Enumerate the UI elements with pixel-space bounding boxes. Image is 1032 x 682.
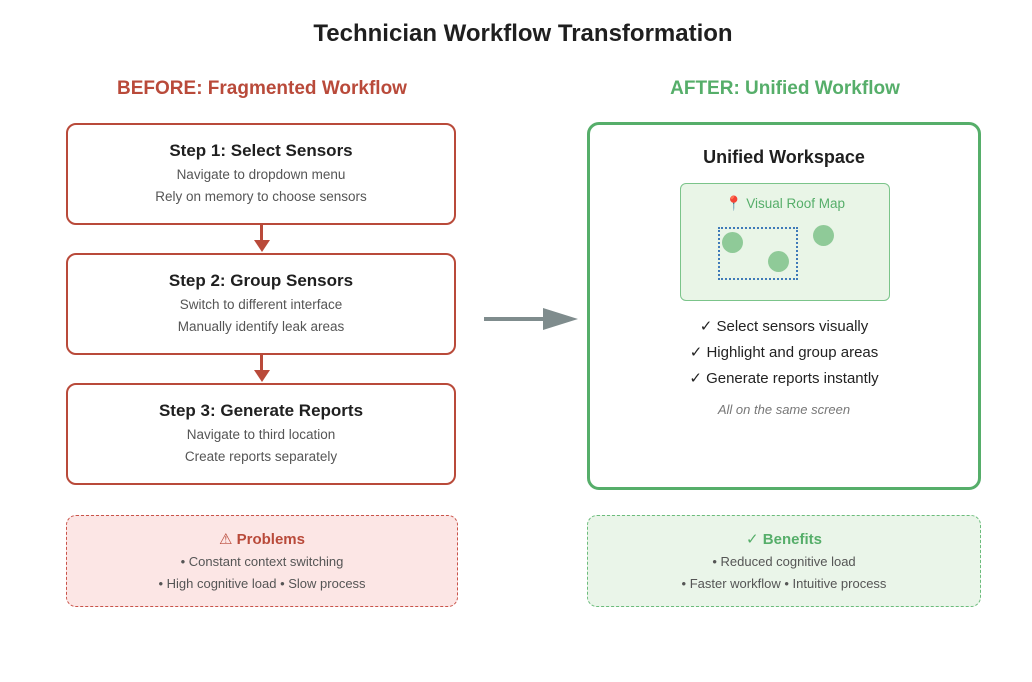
benefits-heading-label: Benefits xyxy=(762,531,822,548)
feature-item: ✓ Highlight and group areas xyxy=(689,344,879,361)
step-1-box: Step 1: Select Sensors Navigate to dropd… xyxy=(66,123,456,225)
arrow-down-icon xyxy=(254,370,270,382)
problems-box: ⚠ Problems • Constant context switching … xyxy=(66,515,458,607)
problems-heading: ⚠ Problems xyxy=(67,530,457,548)
step-title: Step 3: Generate Reports xyxy=(158,401,364,420)
after-heading: AFTER: Unified Workflow xyxy=(670,78,900,99)
step-title: Step 1: Select Sensors xyxy=(169,141,353,160)
benefits-heading: ✓ Benefits xyxy=(588,530,980,548)
problem-line: • Constant context switching xyxy=(180,554,344,569)
connector-line xyxy=(260,355,263,371)
feature-item: ✓ Select sensors visually xyxy=(699,318,869,335)
feature-item: ✓ Generate reports instantly xyxy=(689,370,879,387)
arrow-right-icon xyxy=(543,308,578,330)
connector-line xyxy=(260,225,263,241)
selection-rectangle xyxy=(718,227,798,280)
step-line: Rely on memory to choose sensors xyxy=(155,189,367,204)
map-pin-icon: 📍 xyxy=(724,195,743,211)
step-line: Navigate to third location xyxy=(186,427,336,442)
step-title: Step 2: Group Sensors xyxy=(168,271,354,290)
benefit-line: • Reduced cognitive load xyxy=(712,554,856,569)
before-heading: BEFORE: Fragmented Workflow xyxy=(117,78,407,99)
map-label-text: Visual Roof Map xyxy=(746,196,845,211)
sensor-dot xyxy=(813,225,834,246)
sensor-dot xyxy=(722,232,743,253)
arrow-right-shaft xyxy=(484,317,544,321)
diagram-title: Technician Workflow Transformation xyxy=(313,20,733,47)
sensor-dot xyxy=(768,251,789,272)
workspace-title: Unified Workspace xyxy=(703,147,865,167)
workspace-note: All on the same screen xyxy=(717,402,851,417)
benefits-box: ✓ Benefits • Reduced cognitive load • Fa… xyxy=(587,515,981,607)
step-line: Create reports separately xyxy=(184,449,338,464)
visual-roof-map: 📍 Visual Roof Map xyxy=(680,183,890,301)
step-3-box: Step 3: Generate Reports Navigate to thi… xyxy=(66,383,456,485)
arrow-down-icon xyxy=(254,240,270,252)
benefit-line: • Faster workflow • Intuitive process xyxy=(681,576,887,591)
check-icon: ✓ xyxy=(746,531,759,548)
problem-line: • High cognitive load • Slow process xyxy=(158,576,366,591)
step-2-box: Step 2: Group Sensors Switch to differen… xyxy=(66,253,456,355)
problems-heading-label: Problems xyxy=(236,531,305,548)
map-label: 📍 Visual Roof Map xyxy=(681,195,889,212)
step-line: Manually identify leak areas xyxy=(177,319,345,334)
step-line: Switch to different interface xyxy=(179,297,343,312)
unified-workspace-box: Unified Workspace 📍 Visual Roof Map ✓ Se… xyxy=(587,122,981,490)
feature-list: ✓ Select sensors visually ✓ Highlight an… xyxy=(590,318,978,417)
step-line: Navigate to dropdown menu xyxy=(176,167,346,182)
warning-icon: ⚠ xyxy=(219,531,233,548)
